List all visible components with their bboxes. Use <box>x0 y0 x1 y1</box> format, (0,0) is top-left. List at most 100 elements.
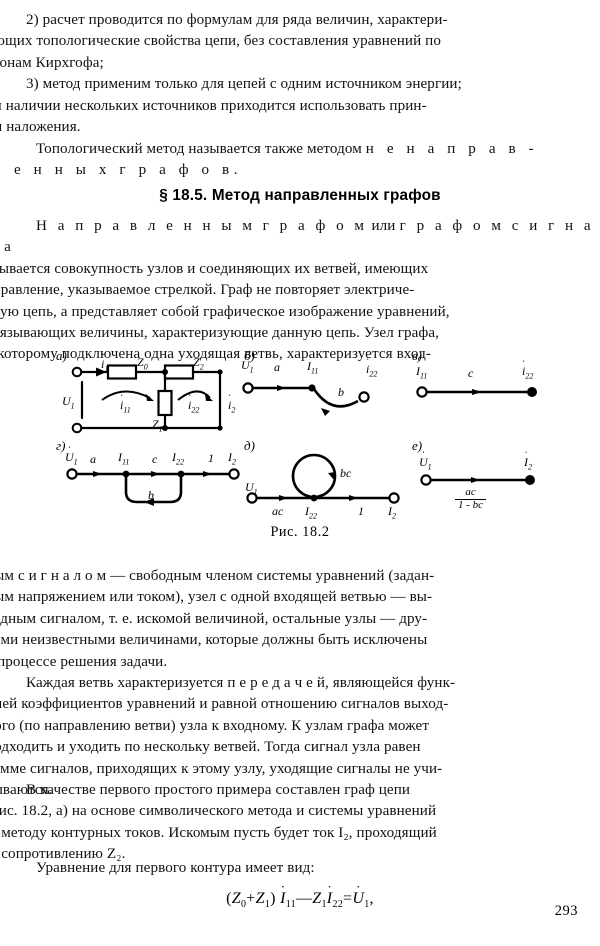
text-run-spaced: н е н а п р а в - <box>365 141 539 157</box>
node-u1 <box>246 492 258 504</box>
label-g-branch-a: a <box>90 452 96 466</box>
label-d-branch-bc: bc <box>340 466 352 480</box>
text-line: ходным сигналом, т. е. искомой величиной… <box>0 610 428 627</box>
label-v-branch-c: c <box>468 366 474 380</box>
arrow-bc <box>328 472 336 480</box>
label-b-u1: U1 <box>241 358 254 375</box>
equation-text: (Z0+Z1) I11—Z1I22=U1, <box>226 890 374 910</box>
panel-g-graph <box>66 468 240 506</box>
fraction-numerator: ac <box>465 486 476 498</box>
text-line: подходить и уходить по нескольку ветвей.… <box>0 739 421 756</box>
label-g-branch-b: b <box>148 488 154 502</box>
self-loop-bc <box>291 453 337 499</box>
body-paragraph-topologic: Топологический метод называется также ме… <box>14 139 594 182</box>
label-g-i2: I2 <box>228 450 236 467</box>
label-z2: Z2 <box>193 355 204 372</box>
text-line: ю методу контурных токов. Искомым пусть … <box>0 824 437 841</box>
node-u1 <box>242 382 254 394</box>
arrow-c <box>151 471 160 477</box>
label-d-branch-ac: ac <box>272 504 284 518</box>
label-b-i11: I11 <box>307 359 319 376</box>
text-line: 3) метод применим только для цепей с одн… <box>26 76 462 93</box>
equation-first-loop: (Z0+Z1) I11—Z1I22=U1, <box>0 890 600 910</box>
arrow-a <box>93 471 102 477</box>
text-line: скую цепь, а представляет собой графичес… <box>0 303 450 320</box>
label-i11: i11 <box>120 398 131 414</box>
panel-d-graph <box>246 453 400 504</box>
label-i22: i22 <box>188 398 199 414</box>
text-line: Уравнение для первого контура имеет вид: <box>36 860 315 876</box>
text-run: или <box>371 218 396 234</box>
panel-e-graph <box>420 474 535 486</box>
panel-label-b: б) <box>244 348 255 363</box>
label-g-branch-one: 1 <box>208 451 214 465</box>
text-run-spaced: е н н ы х г р а ф о в. <box>14 162 243 179</box>
panel-label-v: в) <box>412 348 422 363</box>
label-v-i22: i22 <box>522 364 533 380</box>
text-line: азывается совокупность узлов и соединяющ… <box>0 260 429 277</box>
text-run: Топологический метод называется также ме… <box>36 141 362 157</box>
branch-b-curve <box>312 388 359 408</box>
panel-b-graph <box>242 382 370 416</box>
arrow-c <box>472 389 482 395</box>
section-heading: § 18.5. Метод направленных графов <box>159 187 441 204</box>
node-u1 <box>420 474 432 486</box>
label-b-branch-a: a <box>274 360 280 374</box>
text-line: в процессе решения задачи. <box>0 653 168 670</box>
text-line: гими неизвестными величинами, которые до… <box>0 632 428 649</box>
resistor-z0 <box>106 364 138 380</box>
panel-a-circuit <box>71 364 223 434</box>
label-g-i11: I11 <box>118 450 130 467</box>
node-i2 <box>228 468 240 480</box>
node-i11 <box>416 386 428 398</box>
node-i22 <box>358 391 370 403</box>
label-i2: i2 <box>228 398 235 414</box>
label-u1: U1 <box>62 394 75 411</box>
text-line: связывающих величины, характеризующие да… <box>0 325 439 342</box>
node-i11 <box>122 470 130 478</box>
node-i22 <box>177 470 185 478</box>
text-run-spaced: Н а п р а в л е н н ы м г р а ф о м <box>36 218 368 234</box>
label-g-i22: I22 <box>172 450 184 467</box>
node-i2 <box>388 492 400 504</box>
resistor-z2 <box>163 364 195 380</box>
figure-18-2: а) б) в) г) д) е) <box>0 340 600 540</box>
arrow-1 <box>349 495 358 501</box>
text-line: ю сопротивлению Z₂. <box>0 846 126 863</box>
intro-paragraph: Н а п р а в л е н н ы м г р а ф о м или … <box>0 216 594 366</box>
label-e-i2: I2 <box>524 455 532 471</box>
label-v-i11: I11 <box>416 364 428 381</box>
arrow-ac <box>279 495 288 501</box>
text-line: ным с и г н а л о м — свободным членом с… <box>0 568 435 584</box>
panel-label-a: а) <box>56 348 67 363</box>
terminal-top <box>71 366 83 378</box>
text-run-spaced: г р а ф о м с и г н а л а <box>0 218 595 256</box>
label-e-u1: U1 <box>419 455 432 471</box>
node-i22 <box>527 387 537 397</box>
panel-label-e: е) <box>412 438 423 453</box>
label-d-branch-one: 1 <box>358 504 364 518</box>
label-b-branch-b: b <box>338 385 344 399</box>
label-d-i2: I2 <box>388 504 396 521</box>
panel-v-graph <box>416 386 537 398</box>
text-line: Каждая ветвь характеризуется п е р е д а… <box>26 675 456 691</box>
text-line: В качестве первого простого примера сост… <box>26 782 411 798</box>
node-u1 <box>66 468 78 480</box>
label-z0: Z0 <box>137 355 148 372</box>
text-line: сумме сигналов, приходящих к этому узлу,… <box>0 760 443 777</box>
body-paragraph-transmittance: Каждая ветвь характеризуется п е р е д а… <box>0 673 594 801</box>
text-line: аконам Кирхгофа; <box>0 54 104 71</box>
arrow-b <box>321 408 330 416</box>
text-line: 2) расчет проводится по формулам для ряд… <box>26 12 448 28</box>
label-d-u1: U1 <box>245 480 258 497</box>
text-line: ои наличии нескольких источников приходи… <box>0 97 427 114</box>
text-line: ип наложения. <box>0 119 81 136</box>
text-line: (рис. 18.2, а) на основе символического … <box>0 803 437 820</box>
resistor-z1 <box>157 389 173 417</box>
text-line: цией коэффициентов уравнений и равной от… <box>0 696 449 713</box>
label-e-transmittance: ac 1 - bc <box>455 486 487 511</box>
body-paragraph-equation-intro: Уравнение для первого контура имеет вид: <box>36 858 594 879</box>
label-b-i22: i22 <box>366 362 377 378</box>
text-line: к которому подключена одна уходящая ветв… <box>0 346 431 363</box>
arrow-b <box>144 498 154 506</box>
